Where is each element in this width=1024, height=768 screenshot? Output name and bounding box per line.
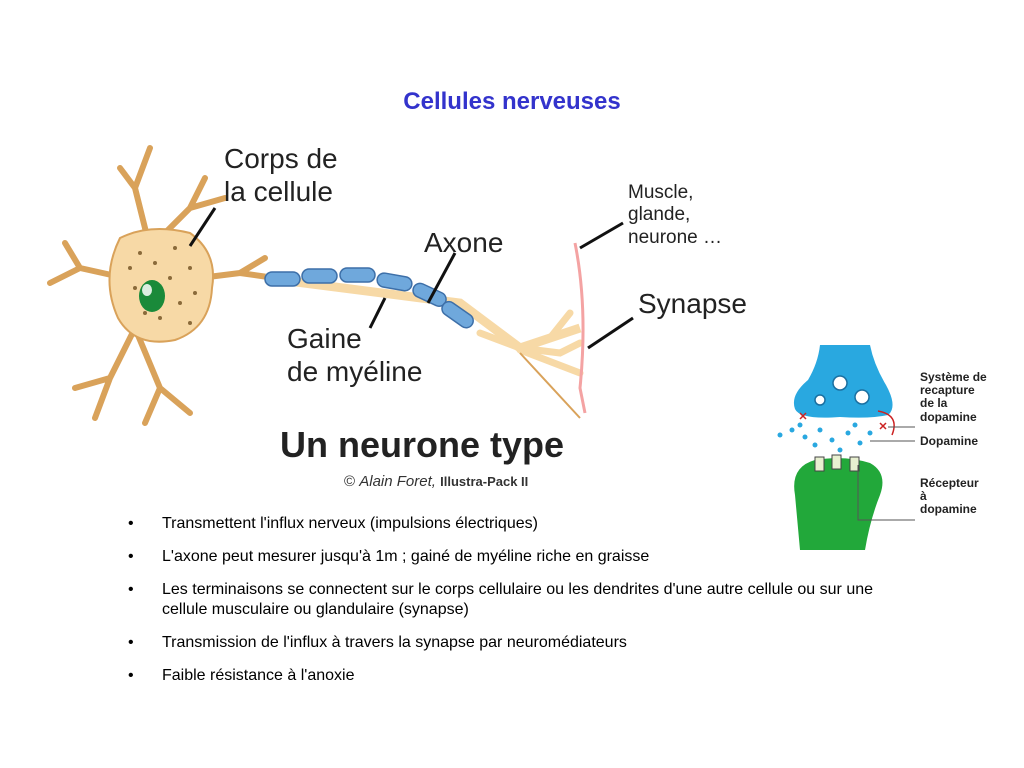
copyright-symbol: ©: [344, 473, 356, 490]
pointer-synapse: [587, 316, 634, 350]
nucleus: [139, 280, 165, 312]
vesicle: [854, 389, 870, 405]
pointer-myelin: [368, 297, 387, 329]
copyright-author: Alain Foret,: [359, 473, 436, 490]
bullet-text: L'axone peut mesurer jusqu'à 1m ; gainé …: [162, 547, 650, 565]
myelin-segment: [301, 268, 338, 284]
bullet-text: Transmettent l'influx nerveux (impulsion…: [162, 515, 538, 532]
bullet-list: • Transmettent l'influx nerveux (impulsio…: [126, 514, 906, 699]
list-item: • L'axone peut mesurer jusqu'à 1m ; gainé…: [126, 547, 906, 568]
pointer-target: [579, 221, 624, 250]
bullet-text: Faible résistance à l'anoxie: [162, 666, 355, 684]
label-synapse: Synapse: [638, 288, 747, 319]
list-item: • Les terminaisons se connectent sur le c…: [126, 580, 906, 622]
bullet-marker: •: [128, 547, 134, 565]
bullet-text: Transmission de l'influx à travers la sy…: [162, 634, 627, 652]
myelin-segment: [441, 300, 474, 329]
neuron-illustration: [47, 145, 634, 426]
pointer-cell-body: [188, 207, 217, 247]
myelin-segment: [264, 271, 301, 287]
myelin-segment: [339, 267, 376, 283]
bullet-marker: •: [128, 580, 134, 598]
dendrite: [117, 145, 228, 251]
figure-caption: Un neurone type: [280, 424, 565, 465]
slide-title: Cellules nerveuses: [403, 88, 621, 115]
copyright-line: © Alain Foret, Illustra-Pack II: [344, 473, 528, 490]
label-myelin: Gaine de myéline: [287, 323, 423, 388]
receptor: [849, 456, 860, 472]
copyright-brand: Illustra-Pack II: [440, 474, 529, 489]
axon-terminal: [476, 309, 584, 377]
bullet-marker: •: [128, 666, 134, 684]
label-dopamine: Dopamine: [920, 434, 979, 448]
synapse-diagram: [777, 345, 915, 550]
list-item: • Transmettent l'influx nerveux (impulsio…: [126, 514, 906, 535]
target-membrane: [573, 242, 587, 414]
list-item: • Transmission de l'influx à travers la s…: [126, 633, 906, 654]
label-axon: Axone: [424, 227, 504, 258]
label-receptor: Récepteur à dopamine: [920, 476, 979, 517]
dendrite: [72, 325, 193, 426]
label-target: Muscle, glande, neurone …: [628, 182, 723, 248]
label-cell-body: Corps de la cellule: [224, 143, 338, 208]
axon-tail: [519, 352, 581, 419]
bullet-marker: •: [128, 634, 134, 652]
myelin-segment: [376, 272, 413, 292]
label-reuptake: Système de recapture de la dopamine: [920, 370, 987, 424]
pointer-axon: [426, 252, 457, 304]
receptor: [831, 454, 842, 470]
postsynaptic-terminal: [794, 458, 883, 550]
vesicle: [814, 394, 826, 406]
receptor: [814, 456, 825, 472]
list-item: • Faible résistance à l'anoxie: [126, 666, 906, 687]
bullet-text: Les terminaisons se connectent sur le co…: [162, 580, 874, 619]
vesicle: [832, 375, 848, 391]
bullet-marker: •: [128, 515, 134, 532]
